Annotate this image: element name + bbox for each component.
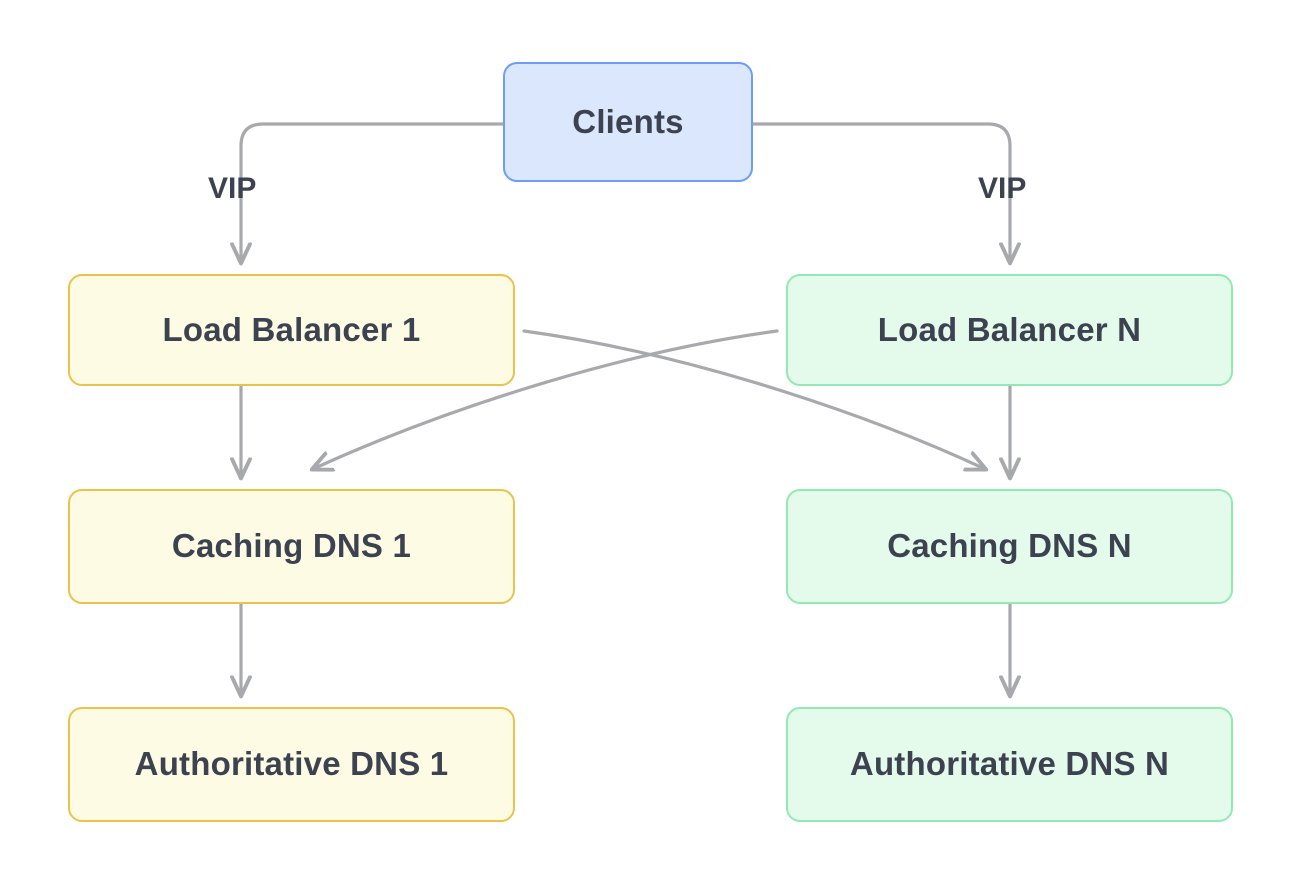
node-authoritative-dns-1[interactable]: Authoritative DNS 1 bbox=[68, 707, 515, 822]
node-caching-dns-n[interactable]: Caching DNS N bbox=[786, 489, 1233, 604]
node-load-balancer-1-label: Load Balancer 1 bbox=[162, 310, 421, 348]
edge-clients-to-lbn bbox=[751, 122, 1010, 262]
node-caching-dns-1[interactable]: Caching DNS 1 bbox=[68, 489, 515, 604]
node-clients[interactable]: Clients bbox=[503, 62, 753, 182]
node-caching-dns-n-label: Caching DNS N bbox=[887, 527, 1132, 565]
node-load-balancer-n-label: Load Balancer N bbox=[877, 310, 1142, 348]
node-authoritative-dns-1-label: Authoritative DNS 1 bbox=[134, 745, 449, 783]
node-caching-dns-1-label: Caching DNS 1 bbox=[171, 527, 412, 565]
edge-label-vip-right: VIP bbox=[978, 172, 1027, 205]
node-load-balancer-n[interactable]: Load Balancer N bbox=[786, 274, 1233, 386]
node-authoritative-dns-n-label: Authoritative DNS N bbox=[849, 745, 1170, 783]
node-load-balancer-1[interactable]: Load Balancer 1 bbox=[68, 274, 515, 386]
edge-label-vip-left: VIP bbox=[208, 172, 257, 205]
node-authoritative-dns-n[interactable]: Authoritative DNS N bbox=[786, 707, 1233, 822]
node-clients-label: Clients bbox=[572, 102, 684, 140]
edge-clients-to-lb1 bbox=[241, 122, 505, 262]
